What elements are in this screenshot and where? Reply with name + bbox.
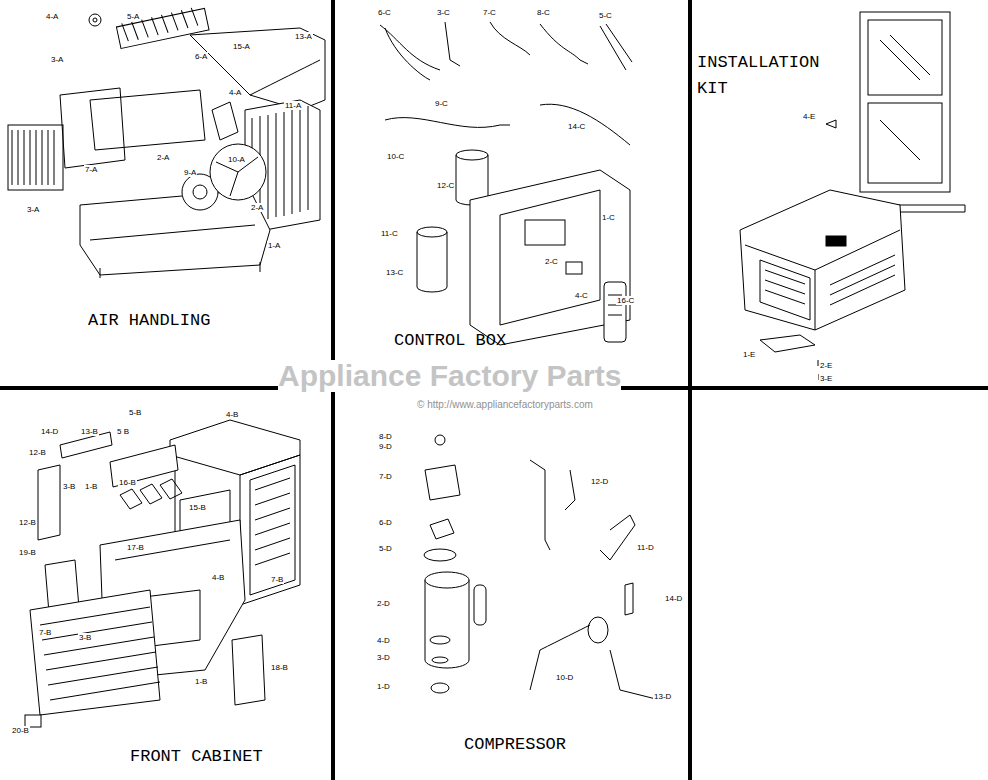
callout-number: 15-A xyxy=(232,42,251,51)
callout-number: 6-C xyxy=(377,8,392,17)
callout-number: 6-A xyxy=(194,52,208,61)
callout-number: 9-C xyxy=(434,99,449,108)
callout-number: 7-D xyxy=(378,472,393,481)
callout-number: 4-A xyxy=(45,12,59,21)
watermark: Appliance Factory Parts xyxy=(278,360,621,392)
panel-title: INSTALLATION KIT xyxy=(697,50,827,102)
callout-number: 1-B xyxy=(194,677,208,686)
callout-number: 18-B xyxy=(270,663,289,672)
callout-number: 5-A xyxy=(126,12,140,21)
callout-number: 10-C xyxy=(386,152,405,161)
callout-number: 3-E xyxy=(819,374,833,383)
panel-region: INSTALLATION KIT xyxy=(692,0,988,386)
callout-number: 11-D xyxy=(636,543,655,552)
callout-number: 12-C xyxy=(436,181,455,190)
callout-number: 4-E xyxy=(802,112,816,121)
callout-number: 3-B xyxy=(62,482,76,491)
callout-number: 16-B xyxy=(118,478,137,487)
callout-number: 7-B xyxy=(270,575,284,584)
callout-number: 5-D xyxy=(378,544,393,553)
callout-number: 14-D xyxy=(40,427,59,436)
callout-number: 11-C xyxy=(380,229,399,238)
callout-number: 7-B xyxy=(38,628,52,637)
callout-number: 8-C xyxy=(536,8,551,17)
callout-number: 9-A xyxy=(183,168,197,177)
watermark-url: © http://www.appliancefactoryparts.com xyxy=(417,399,593,410)
callout-number: 15-B xyxy=(188,503,207,512)
callout-number: 11-A xyxy=(284,101,302,110)
callout-number: 10-D xyxy=(555,673,574,682)
callout-number: 19-B xyxy=(18,548,37,557)
callout-number: 13-B xyxy=(80,427,99,436)
panel-region: CONTROL BOX xyxy=(335,0,688,386)
callout-number: 3-A xyxy=(26,205,40,214)
callout-number: 5-B xyxy=(128,408,142,417)
callout-number: 5-C xyxy=(598,11,613,20)
panel-title: AIR HANDLING xyxy=(88,308,288,334)
callout-number: 4-B xyxy=(211,573,225,582)
panel-region: FRONT CABINET xyxy=(0,390,331,780)
callout-number: 7-A xyxy=(84,165,98,174)
callout-number: 12-B xyxy=(28,448,47,457)
callout-number: 3-B xyxy=(78,633,92,642)
callout-number: 2-D xyxy=(376,599,391,608)
callout-number: 13-A xyxy=(294,32,313,41)
callout-number: 14-C xyxy=(567,122,586,131)
panel-title: FRONT CABINET xyxy=(130,744,330,770)
callout-number: 3-A xyxy=(50,55,64,64)
callout-number: 3-C xyxy=(436,8,451,17)
callout-number: 10-A xyxy=(227,155,246,164)
callout-number: 7-C xyxy=(482,8,497,17)
callout-number: 2-E xyxy=(819,361,833,370)
callout-number: 1-C xyxy=(601,213,616,222)
panel-title: COMPRESSOR xyxy=(464,732,664,758)
callout-number: 20-B xyxy=(11,726,30,735)
callout-number: 14-D xyxy=(664,594,683,603)
callout-number: 13-D xyxy=(653,692,672,701)
callout-number: 4-C xyxy=(574,291,589,300)
callout-number: 3-D xyxy=(376,653,391,662)
callout-number: 2-C xyxy=(544,257,559,266)
callout-number: 6-D xyxy=(378,518,393,527)
callout-number: 4-A xyxy=(228,88,242,97)
callout-number: 2-A xyxy=(156,153,170,162)
callout-number: 12-B xyxy=(18,518,37,527)
callout-number: 1-E xyxy=(742,350,756,359)
callout-number: 1-D xyxy=(376,682,391,691)
callout-number: 1-A xyxy=(267,241,281,250)
callout-number: 13-C xyxy=(385,268,404,277)
callout-number: 12-D xyxy=(590,477,609,486)
callout-number: 2-A xyxy=(250,203,264,212)
panel-title: CONTROL BOX xyxy=(394,328,594,354)
callout-number: 9-D xyxy=(378,442,393,451)
callout-number: 5 B xyxy=(116,427,130,436)
callout-number: 16-C xyxy=(616,296,635,305)
callout-number: 17-B xyxy=(126,543,145,552)
callout-number: 8-D xyxy=(378,432,393,441)
callout-number: 4-B xyxy=(225,410,239,419)
callout-number: 1-B xyxy=(84,482,98,491)
callout-number: 4-D xyxy=(376,636,391,645)
